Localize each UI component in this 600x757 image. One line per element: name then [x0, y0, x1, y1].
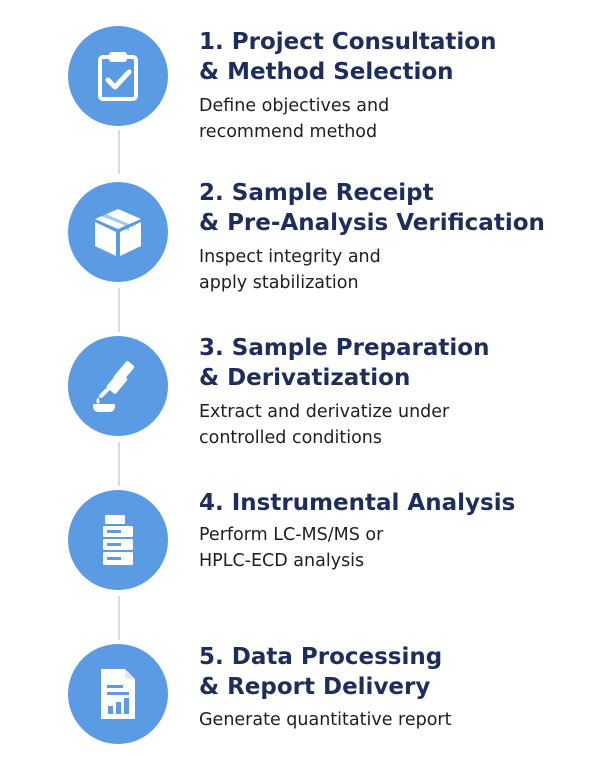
package-box-icon: [89, 203, 147, 261]
pipette-dropper-icon: [89, 357, 147, 415]
step-1-icon-circle: [68, 26, 168, 126]
connector-line-1: [118, 130, 120, 174]
step-5-icon-circle: [68, 644, 168, 744]
step-2-icon-circle: [68, 182, 168, 282]
step-title: 3. Sample Preparation & Derivatization: [199, 335, 490, 391]
clipboard-check-icon: [90, 48, 146, 104]
connector-line-4: [118, 596, 120, 640]
report-chart-icon: [89, 665, 147, 723]
step-4-icon-circle: [68, 490, 168, 590]
step-description: Perform LC-MS/MS or HPLC-ECD analysis: [199, 525, 384, 571]
step-description: Generate quantitative report: [199, 710, 452, 730]
instrument-stack-icon: [89, 511, 147, 569]
step-title: 1. Project Consultation & Method Selecti…: [199, 29, 497, 85]
step-title: 2. Sample Receipt & Pre-Analysis Verific…: [199, 180, 545, 236]
step-3-icon-circle: [68, 336, 168, 436]
step-description: Define objectives and recommend method: [199, 96, 390, 142]
step-title: 5. Data Processing & Report Delivery: [199, 644, 443, 700]
step-title: 4. Instrumental Analysis: [199, 490, 516, 516]
connector-line-2: [118, 288, 120, 332]
step-description: Inspect integrity and apply stabilizatio…: [199, 247, 381, 293]
step-description: Extract and derivatize under controlled …: [199, 402, 450, 448]
connector-line-3: [118, 442, 120, 486]
